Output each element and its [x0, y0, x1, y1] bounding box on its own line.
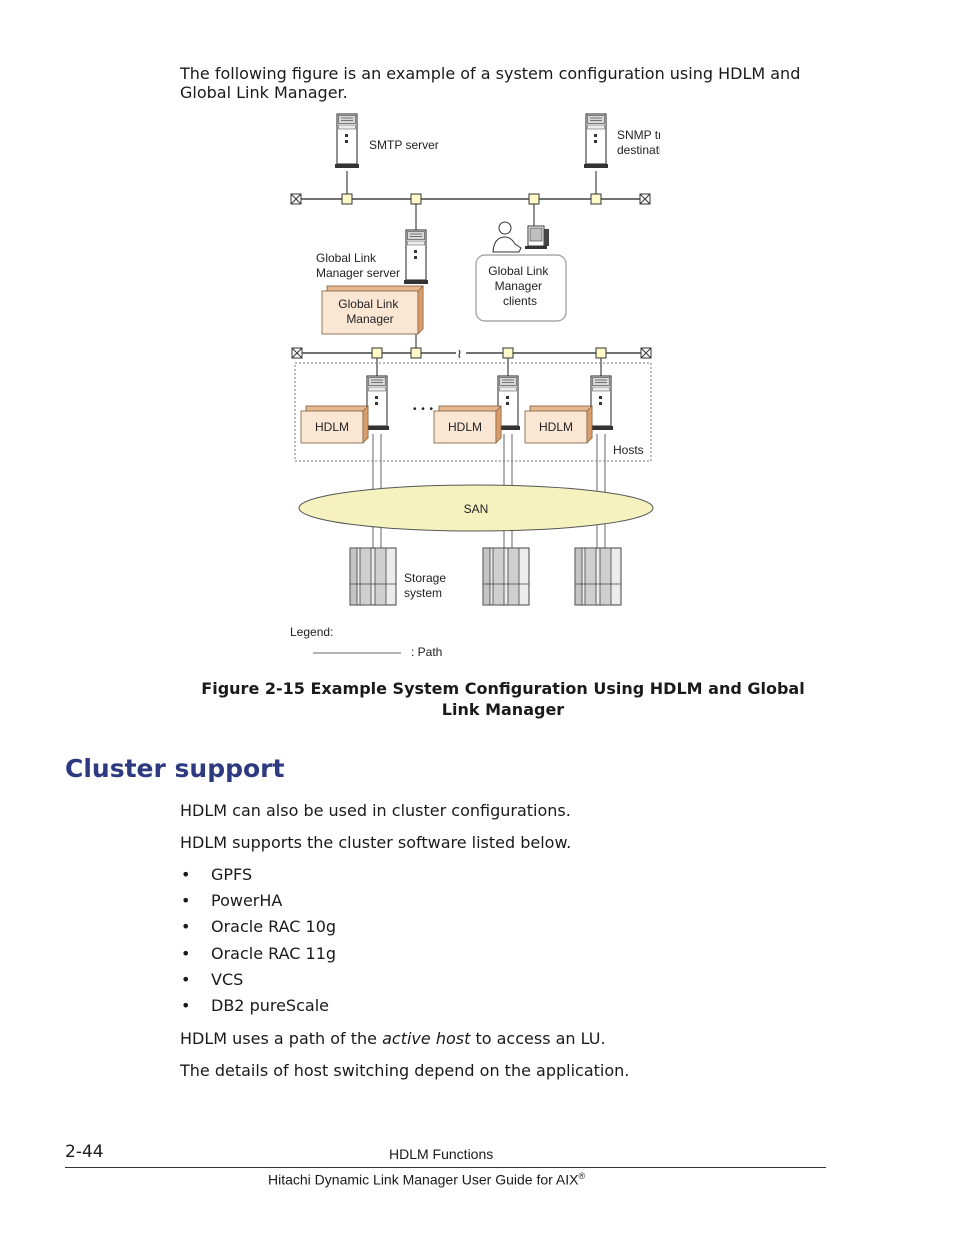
hdlm-box: HDLM: [433, 405, 502, 444]
hdlm-box: HDLM: [300, 405, 369, 444]
hosts-group: [294, 362, 652, 462]
storage-system-icon: [349, 547, 397, 606]
svg-text:Global Link Manager: Global Link Manager clients: [488, 264, 551, 308]
snmp-server-label: SNMP transfer destination server: [617, 128, 660, 157]
host-server-icon: [364, 375, 390, 431]
intro-paragraph: The following figure is an example of a …: [180, 64, 801, 102]
page-number: 2-44: [65, 1142, 104, 1162]
paragraph-host-switching: The details of host switching depend on …: [180, 1061, 630, 1080]
san-ellipse: SAN: [298, 484, 654, 532]
bullet-icon: •: [181, 969, 191, 989]
glm-clients-box: Global Link Manager clients: [475, 254, 567, 322]
system-configuration-diagram: SMTP server SNMP transfer destination se…: [290, 113, 660, 659]
emphasis-active-host: active host: [382, 1029, 471, 1048]
glm-server-icon: [403, 229, 429, 285]
bullet-icon: •: [181, 995, 191, 1015]
paragraph-cluster-use: HDLM can also be used in cluster configu…: [180, 801, 571, 820]
bullet-icon: •: [181, 891, 191, 911]
storage-system-icon: [482, 547, 530, 606]
bullet-icon: •: [181, 917, 191, 937]
snmp-server-icon: [583, 113, 609, 169]
legend-title: Legend:: [290, 625, 333, 639]
hosts-label: Hosts: [613, 443, 644, 457]
footer-divider: [65, 1167, 826, 1168]
host-ellipsis: • • •: [413, 404, 434, 415]
svg-text:HDLM: HDLM: [315, 420, 349, 434]
svg-text:SAN: SAN: [464, 502, 489, 516]
cluster-software-list: •GPFS •PowerHA •Oracle RAC 10g •Oracle R…: [180, 864, 336, 1021]
bullet-icon: •: [181, 943, 191, 963]
figure-caption: Figure 2-15 Example System Configuration…: [201, 679, 805, 719]
network-break-mark: ≀: [457, 346, 462, 361]
storage-system-icon: [574, 547, 622, 606]
svg-text:HDLM: HDLM: [448, 420, 482, 434]
list-item: •GPFS: [181, 865, 253, 884]
host-server-icon: [588, 375, 614, 431]
storage-system-label: Storage system: [404, 571, 449, 600]
section-heading: Cluster support: [65, 754, 285, 783]
list-item: •Oracle RAC 10g: [181, 917, 337, 937]
smtp-server-icon: [334, 113, 360, 169]
list-item: •VCS: [181, 969, 244, 989]
footer-book-title: Hitachi Dynamic Link Manager User Guide …: [268, 1171, 586, 1188]
user-client-icon: [492, 221, 522, 253]
hdlm-box: HDLM: [524, 405, 593, 444]
registered-mark: ®: [578, 1171, 586, 1181]
glm-box: Global Link Manager: [321, 285, 424, 335]
glm-server-label: Global Link Manager server: [316, 251, 400, 280]
paragraph-cluster-software: HDLM supports the cluster software liste…: [180, 833, 572, 852]
smtp-server-label: SMTP server: [369, 138, 439, 152]
pc-client-icon: [525, 225, 549, 249]
bullet-icon: •: [181, 865, 191, 884]
list-item: •PowerHA: [181, 891, 283, 911]
svg-text:Global Link Manager: Global Link Manager: [338, 297, 401, 326]
list-item: •Oracle RAC 11g: [181, 943, 337, 963]
legend-path-label: : Path: [411, 645, 442, 659]
footer-chapter: HDLM Functions: [389, 1146, 494, 1162]
svg-text:HDLM: HDLM: [539, 420, 573, 434]
list-item: •DB2 pureScale: [181, 995, 329, 1015]
paragraph-active-host: HDLM uses a path of the active host to a…: [180, 1029, 606, 1048]
